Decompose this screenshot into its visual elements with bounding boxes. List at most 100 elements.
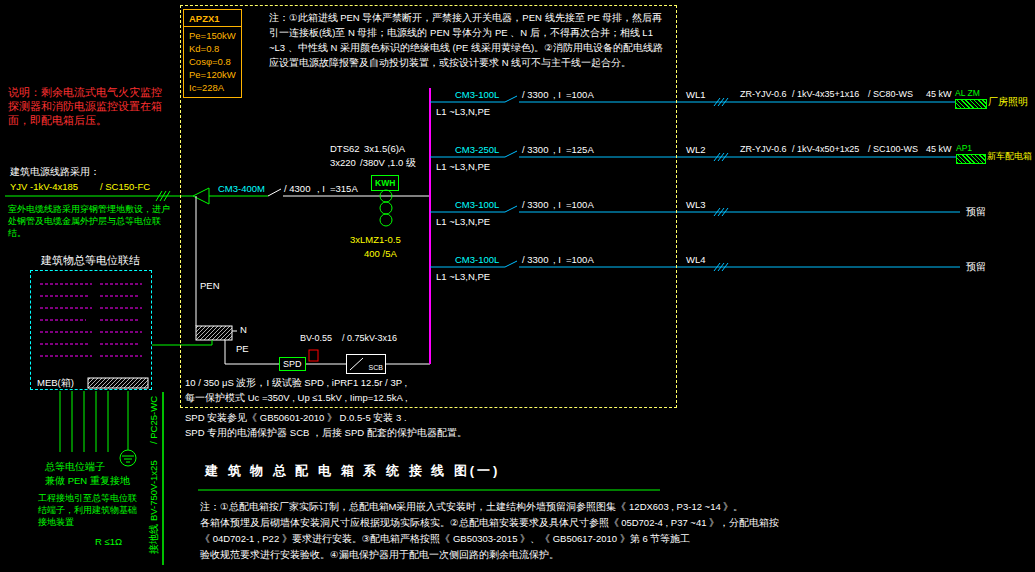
annotation-text: / PC25-WC bbox=[148, 396, 159, 444]
annotation-text: 各箱体预埋及后砌墙体安装洞尺寸应根据现场实际核实。②总配电箱安装要求及具体尺寸参… bbox=[200, 517, 779, 528]
n-conductor bbox=[232, 331, 237, 332]
panel-text: 注：①此箱进线 PEN 导体严禁断开，严禁接入开关电器，PEN 线先接至 PE … bbox=[269, 10, 664, 70]
annotation-text: L1 ~L3,N,PE bbox=[436, 271, 490, 282]
ground-symbol bbox=[120, 450, 136, 466]
annotation-text: / 1kV-4x35+1x16 bbox=[792, 89, 859, 100]
current-transformer bbox=[380, 202, 392, 214]
connector-wire bbox=[677, 157, 956, 158]
scb-symbol bbox=[349, 357, 365, 371]
energy-meter: KWH bbox=[371, 175, 399, 191]
annotation-text: / 3300 bbox=[522, 89, 548, 100]
apz-text: APZX1 bbox=[184, 12, 241, 27]
equipotential-box: 建筑物总等电位联结MEB(箱) bbox=[30, 270, 152, 390]
distribution-panel: 注：①此箱进线 PEN 导体严禁断开，严禁接入开关电器，PEN 线先接至 PE … bbox=[180, 5, 677, 408]
annotation-text: CM3-100L bbox=[455, 89, 499, 100]
main-feeder bbox=[283, 196, 430, 197]
annotation-text: , I bbox=[553, 254, 561, 265]
spd-link bbox=[386, 364, 430, 365]
annotation-text: BV-0.55 bbox=[300, 333, 332, 344]
annotation-text: 建筑电源线路采用： bbox=[10, 166, 100, 178]
annotation-text: WL1 bbox=[686, 89, 706, 100]
pen-conductor bbox=[196, 196, 197, 326]
annotation-text: CM3-100L bbox=[455, 199, 499, 210]
annotation-text: 3x1.5(6)A bbox=[364, 143, 405, 154]
annotation-text: , I bbox=[317, 183, 325, 194]
annotation-text: 验收规范要求进行安装验收。④漏电保护器用于配电一次侧回路的剩余电流保护。 bbox=[200, 549, 559, 560]
annotation-text: / SC150-FC bbox=[100, 181, 150, 192]
annotation-text: 3xLMZ1-0.5 bbox=[350, 234, 401, 245]
annotation-text: YJV -1kV-4x185 bbox=[10, 181, 78, 192]
annotation-text: / SC100-WS bbox=[868, 144, 918, 155]
earth-leads bbox=[60, 391, 128, 452]
annotation-text: CM3-100L bbox=[455, 254, 499, 265]
annotation-text: 工程接地引至总等电位联结端子，利用建筑物基础接地装置 bbox=[38, 492, 142, 528]
annotation-text: 400 /5A bbox=[364, 248, 397, 259]
scb-slash bbox=[350, 358, 363, 370]
diagram-title: 建 筑 物 总 配 电 箱 系 统 接 线 图(一) bbox=[205, 463, 500, 479]
incoming-cable bbox=[5, 195, 193, 196]
connector-wire bbox=[306, 364, 346, 365]
current-transformer bbox=[380, 214, 392, 226]
annotation-text: 总等电位端子 bbox=[45, 461, 105, 472]
annotation-text: SPD 安装参见《 GB50601-2010 》 D.0.5-5 安装 3 . bbox=[185, 412, 407, 423]
annotation-text: CM3-400M bbox=[218, 183, 265, 194]
connector-wire bbox=[152, 345, 180, 346]
annotation-text: L1 ~L3,N,PE bbox=[436, 161, 490, 172]
cable-ticks bbox=[156, 191, 170, 201]
spd-box: SPD bbox=[279, 357, 306, 371]
annotation-text: WL2 bbox=[686, 144, 706, 155]
annotation-text: 新车配电箱 bbox=[987, 151, 1032, 161]
annotation-text: ZR-YJV-0.6 bbox=[740, 89, 787, 100]
annotation-text: /380V ,1.0 级 bbox=[360, 157, 416, 168]
apz-text: Kd=0.8 bbox=[189, 42, 236, 55]
annotation-text: 45 kW bbox=[926, 89, 952, 100]
indicator-symbol bbox=[309, 350, 318, 361]
load-hatch bbox=[955, 99, 987, 109]
meb-text: MEB(箱) bbox=[37, 377, 74, 388]
annotation-text: CM3-250L bbox=[455, 144, 499, 155]
annotation-text: / 4300 bbox=[284, 183, 310, 194]
annotation-text: =100A bbox=[566, 254, 594, 265]
annotation-text: / 3300 bbox=[522, 254, 548, 265]
load-box: AP1 bbox=[956, 143, 986, 164]
annotation-text: 注：①总配电箱按厂家实际订制，总配电箱M采用嵌入式安装时，土建结构外墙预留洞参照… bbox=[200, 501, 743, 512]
load-hatch bbox=[956, 154, 986, 164]
terminal-rows bbox=[40, 284, 142, 356]
apz-text: Ic=228A bbox=[189, 81, 236, 94]
busbar-terminal bbox=[196, 326, 232, 340]
title-underline bbox=[198, 490, 660, 491]
annotation-text: L1 ~L3,N,PE bbox=[436, 106, 490, 117]
annotation-text: N bbox=[240, 324, 247, 335]
annotation-text: 接地线 BV-750V-1x25 bbox=[148, 460, 159, 553]
annotation-text: 10 / 350 μS 波形，I 级试验 SPD , iPRF1 12.5r /… bbox=[185, 377, 407, 388]
load-text: AP1 bbox=[956, 143, 986, 153]
ground-symbol bbox=[122, 456, 134, 462]
main-feeder bbox=[209, 196, 268, 197]
load-box: AL ZM bbox=[955, 88, 987, 109]
apz-text: Pe=120kW bbox=[189, 68, 236, 81]
annotation-text: R ≤1Ω bbox=[95, 536, 122, 547]
annotation-text: / SC80-WS bbox=[868, 89, 913, 100]
annotation-text: =100A bbox=[566, 89, 594, 100]
annotation-text: 说明：剩余电流式电气火灾监控探测器和消防电源监控设置在箱面，即配电箱后压。 bbox=[8, 85, 168, 127]
box-text: KWH bbox=[375, 177, 395, 189]
annotation-text: , I bbox=[553, 199, 561, 210]
annotation-text: L1 ~L3,N,PE bbox=[436, 216, 490, 227]
annotation-text: ZR-YJV-0.6 bbox=[740, 144, 787, 155]
scb-box: SCB bbox=[346, 354, 386, 374]
annotation-text: 3x220 bbox=[330, 157, 356, 168]
load-text: AL ZM bbox=[955, 88, 987, 98]
earth-link bbox=[180, 340, 212, 345]
breaker-blade bbox=[268, 189, 281, 196]
annotation-text: 《 04D702-1 , P22 》要求进行安装。③配电箱严格按照《 GB503… bbox=[200, 533, 690, 544]
annotation-text: , I bbox=[553, 144, 561, 155]
annotation-text: SPD 专用的电涌保护器 SCB ，后接 SPD 配套的保护电器配置。 bbox=[185, 427, 467, 438]
connector-wire bbox=[677, 102, 955, 103]
annotation-text: PE bbox=[236, 343, 249, 354]
cable-head bbox=[193, 188, 209, 204]
annotation-text: =315A bbox=[330, 183, 358, 194]
annotation-text: 兼做 PEN 重复接地 bbox=[45, 475, 130, 486]
annotation-text: WL3 bbox=[686, 199, 706, 210]
annotation-text: / 1kV-4x50+1x25 bbox=[792, 144, 859, 155]
